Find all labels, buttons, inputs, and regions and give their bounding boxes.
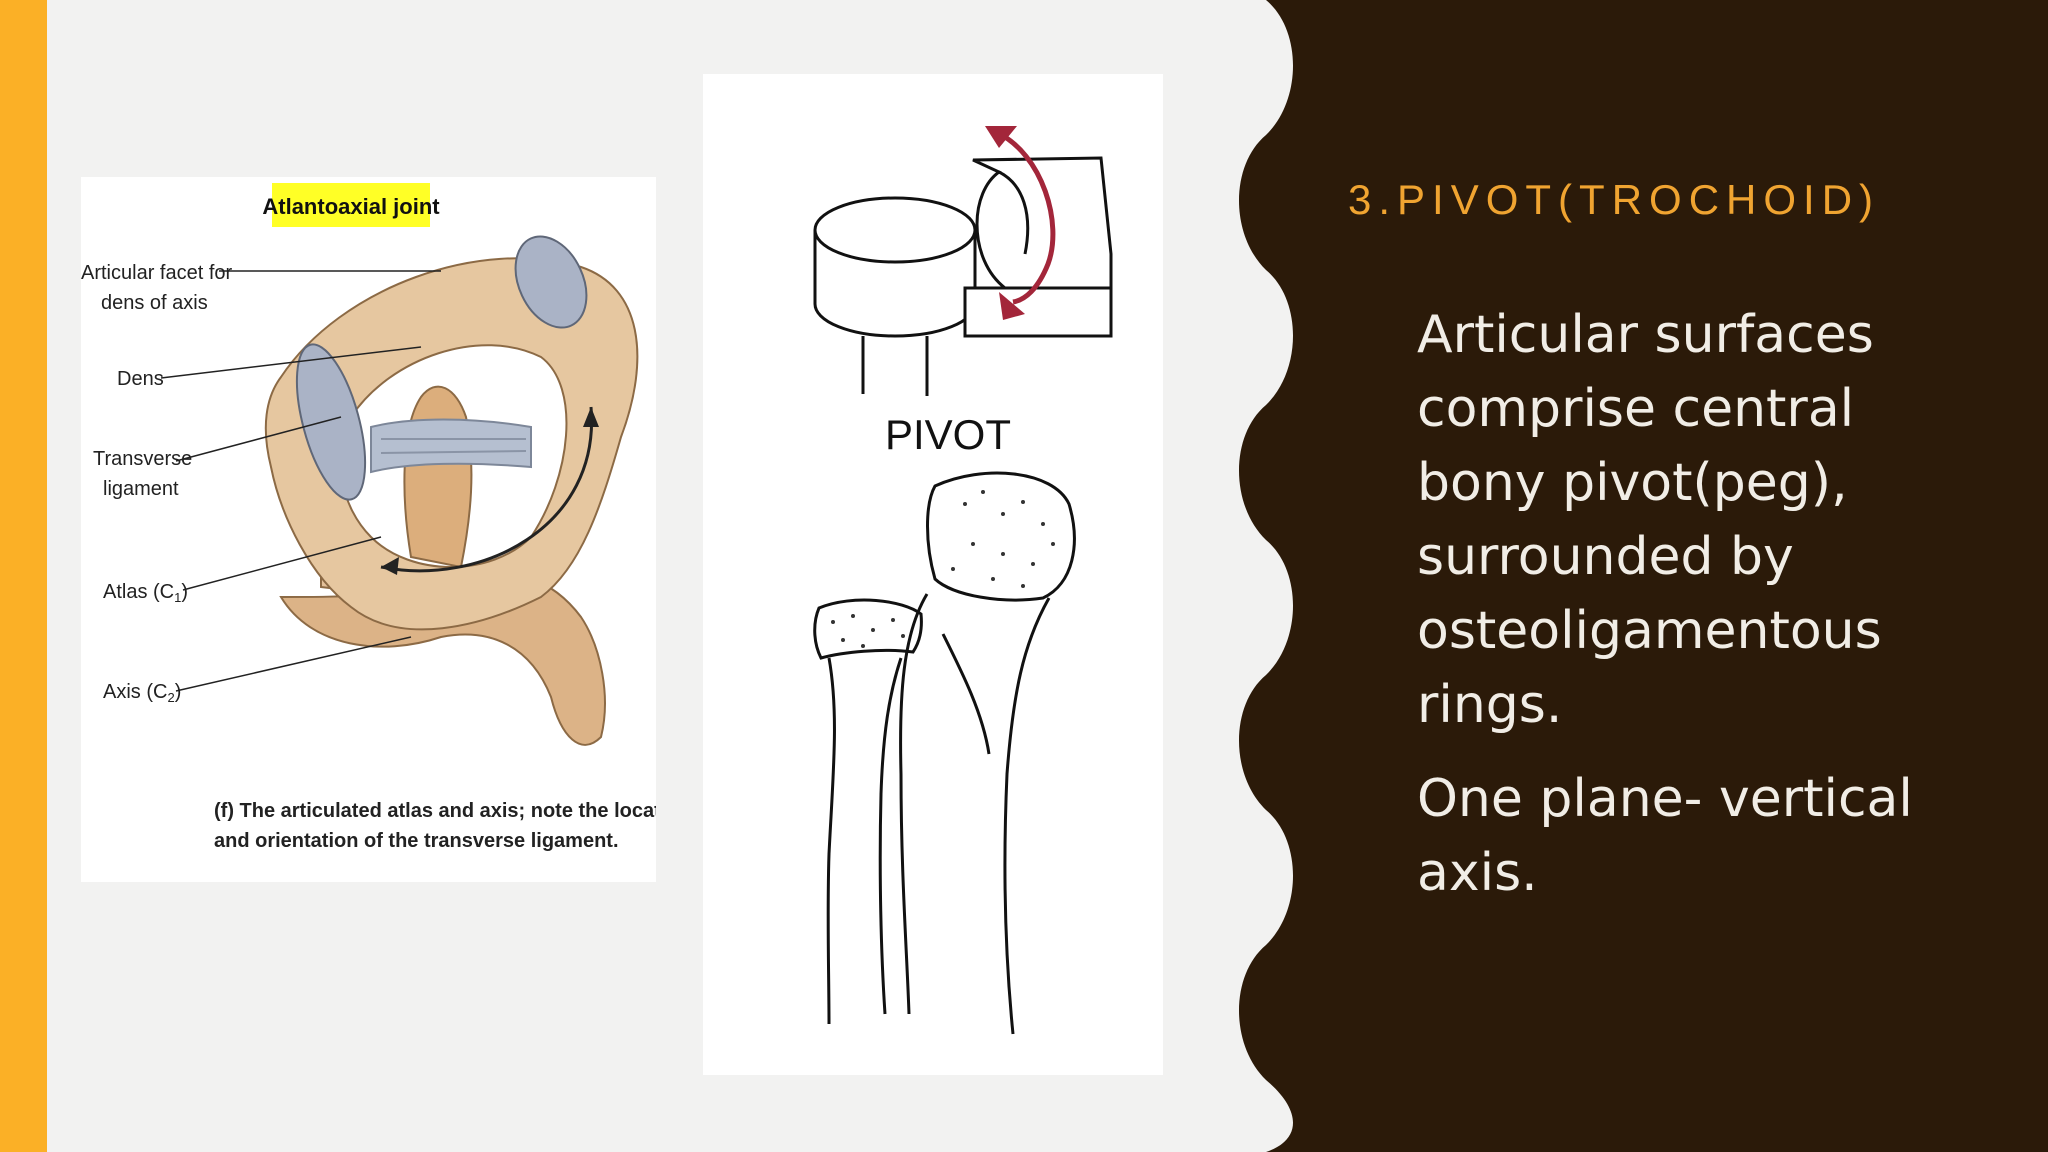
arrow-head-bottom [999, 292, 1025, 320]
figure-caption-line1: (f) The articulated atlas and axis; note… [214, 800, 656, 822]
figure-heading: Atlantoaxial joint [262, 194, 440, 219]
label-axis: Axis (C2) [103, 681, 181, 705]
label-transverse-line2: ligament [103, 478, 179, 500]
radius-head [926, 471, 1076, 602]
atlantoaxial-figure: Atlantoaxial joint Articular facet for d… [81, 177, 656, 882]
pivot-legs [861, 336, 929, 396]
transverse-ligament [370, 418, 532, 474]
pivot-rotation-arrow [994, 129, 1056, 305]
pivot-figure: PIVOT [703, 74, 1163, 1075]
slide-title: 3.PIVOT(TROCHOID) [1348, 176, 1881, 223]
label-dens: Dens [117, 368, 164, 390]
ulna-head [813, 598, 923, 660]
leader-lines [160, 270, 441, 692]
figure-caption-line2: and orientation of the transverse ligame… [214, 830, 619, 852]
body-point-2: One plane- vertical axis. [1417, 769, 1913, 903]
pivot-block [963, 156, 1113, 338]
pivot-cylinder [813, 196, 977, 338]
label-facet-line2: dens of axis [101, 292, 208, 314]
radius-shaft [899, 593, 1051, 1035]
slide-body: Articular surfaces comprise central bony… [1417, 298, 1977, 930]
dens-peg [403, 385, 473, 569]
label-transverse-line1: Transverse [93, 448, 192, 470]
rotation-arrow-atlas [380, 406, 599, 575]
label-facet-line1: Articular facet for [81, 262, 233, 284]
body-point-1: Articular surfaces comprise central bony… [1417, 305, 1882, 735]
ulna-shaft [826, 657, 903, 1025]
arrow-head-top [985, 126, 1017, 148]
pivot-label: PIVOT [885, 411, 1011, 458]
articular-facets [295, 235, 588, 501]
dark-text-panel [1238, 0, 2048, 1152]
label-highlight [272, 183, 430, 227]
accent-bar [0, 0, 47, 1152]
label-atlas: Atlas (C1) [103, 581, 188, 605]
stipple-texture [831, 490, 1055, 648]
